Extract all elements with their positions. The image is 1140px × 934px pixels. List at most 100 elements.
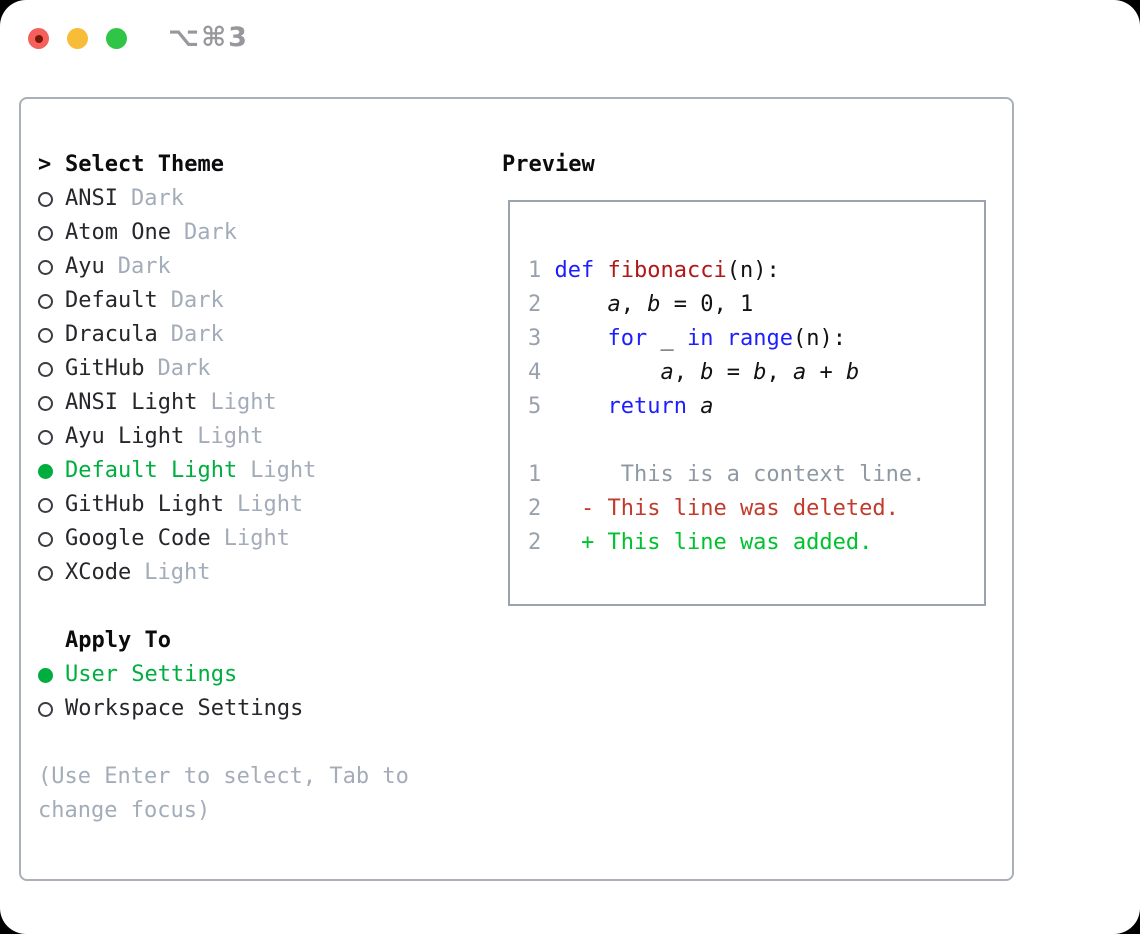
code-token-pl: (n):	[792, 326, 846, 351]
theme-name: GitHub Light	[65, 492, 224, 517]
theme-variant: Dark	[170, 288, 224, 313]
code-token-pl	[555, 360, 661, 385]
code-token-ln: 1	[528, 462, 542, 487]
theme-name: XCode	[65, 560, 132, 585]
code-token-ln: 2	[528, 292, 555, 317]
code-token-kw: range	[726, 326, 793, 351]
preview-title: Preview	[502, 152, 595, 177]
radio-icon	[38, 565, 53, 581]
hint-line-2: change focus)	[38, 798, 211, 823]
code-line: 2 + This line was added.	[528, 526, 925, 560]
radio-marker	[38, 429, 65, 445]
theme-option-ayu[interactable]: Ayu Dark	[38, 250, 498, 284]
theme-name: Dracula	[65, 322, 158, 347]
apply-option-workspace-settings[interactable]: Workspace Settings	[38, 692, 498, 726]
theme-option-github-light[interactable]: GitHub Light Light	[38, 488, 498, 522]
theme-variant: Light	[197, 424, 264, 449]
theme-option-default-light[interactable]: Default Light Light	[38, 454, 498, 488]
apply-to-title: Apply To	[65, 628, 171, 653]
code-token-pl: _	[647, 326, 687, 351]
theme-variant: Light	[250, 458, 317, 483]
code-token-pl	[541, 496, 581, 521]
theme-option-ayu-light[interactable]: Ayu Light Light	[38, 420, 498, 454]
apply-option-label: User Settings	[65, 662, 238, 687]
theme-name: Ayu	[65, 254, 105, 279]
theme-variant: Dark	[183, 220, 237, 245]
theme-name: Default Light	[65, 458, 238, 483]
theme-option-xcode[interactable]: XCode Light	[38, 556, 498, 590]
radio-icon	[38, 361, 53, 377]
code-token-ln: 5	[528, 394, 555, 419]
code-token-kw: for	[607, 326, 648, 351]
code-token-del: - This line was deleted.	[581, 496, 899, 521]
radio-selected-icon	[38, 463, 53, 479]
close-button[interactable]	[28, 28, 49, 49]
radio-icon	[38, 701, 53, 717]
code-token-var: b	[753, 360, 767, 385]
code-token-ln: 2	[528, 530, 542, 555]
code-line: 2 a, b = 0, 1	[528, 288, 925, 322]
theme-name: GitHub	[65, 356, 145, 381]
theme-variant: Dark	[130, 186, 184, 211]
code-token-var: b	[647, 292, 661, 317]
code-token-ln: 3	[528, 326, 555, 351]
zoom-button[interactable]	[106, 28, 127, 49]
theme-variant: Light	[144, 560, 211, 585]
code-token-ctx: This is a context line.	[541, 462, 926, 487]
theme-variant: Dark	[117, 254, 171, 279]
hint-line-1: (Use Enter to select, Tab to	[38, 764, 409, 789]
radio-marker	[38, 463, 65, 479]
radio-icon	[38, 429, 53, 445]
theme-variant: Light	[236, 492, 304, 517]
select-theme-title: Select Theme	[65, 152, 224, 177]
radio-marker	[38, 191, 65, 207]
main-panel-border	[19, 97, 1014, 881]
code-token-pl: ,	[620, 292, 648, 317]
radio-marker	[38, 565, 65, 581]
code-token-pl: ,	[673, 360, 701, 385]
code-token-ln: 2	[528, 496, 542, 521]
radio-icon	[38, 497, 53, 513]
code-token-add: + This line was added.	[581, 530, 873, 555]
code-token-pl	[555, 326, 608, 351]
radio-marker	[38, 667, 65, 683]
code-token-pl: = 0, 1	[660, 292, 754, 317]
radio-marker	[38, 293, 65, 309]
theme-option-github[interactable]: GitHub Dark	[38, 352, 498, 386]
radio-marker	[38, 701, 65, 717]
theme-name: Google Code	[65, 526, 211, 551]
radio-marker	[38, 225, 65, 241]
theme-option-google-code[interactable]: Google Code Light	[38, 522, 498, 556]
theme-name: Ayu Light	[65, 424, 185, 449]
radio-marker	[38, 259, 65, 275]
radio-icon	[38, 395, 53, 411]
preview-box	[508, 200, 986, 606]
code-token-var: a	[792, 360, 807, 385]
apply-option-user-settings[interactable]: User Settings	[38, 658, 498, 692]
radio-marker	[38, 497, 65, 513]
minimize-button[interactable]	[67, 28, 88, 49]
select-theme-header: > Select Theme	[38, 148, 498, 182]
theme-variant: Light	[223, 526, 290, 551]
code-token-var: b	[700, 360, 714, 385]
theme-variant: Dark	[157, 356, 211, 381]
radio-icon	[38, 293, 53, 309]
radio-selected-icon	[38, 667, 53, 683]
radio-marker	[38, 531, 65, 547]
code-token-pl	[713, 326, 726, 351]
code-line: 1 def fibonacci(n):	[528, 254, 925, 288]
radio-marker	[38, 327, 65, 343]
code-line: 3 for _ in range(n):	[528, 322, 925, 356]
selection-arrow-icon: >	[38, 152, 52, 177]
radio-marker	[38, 361, 65, 377]
theme-name: ANSI Light	[65, 390, 198, 415]
code-token-fn: fibonacci	[607, 258, 727, 283]
